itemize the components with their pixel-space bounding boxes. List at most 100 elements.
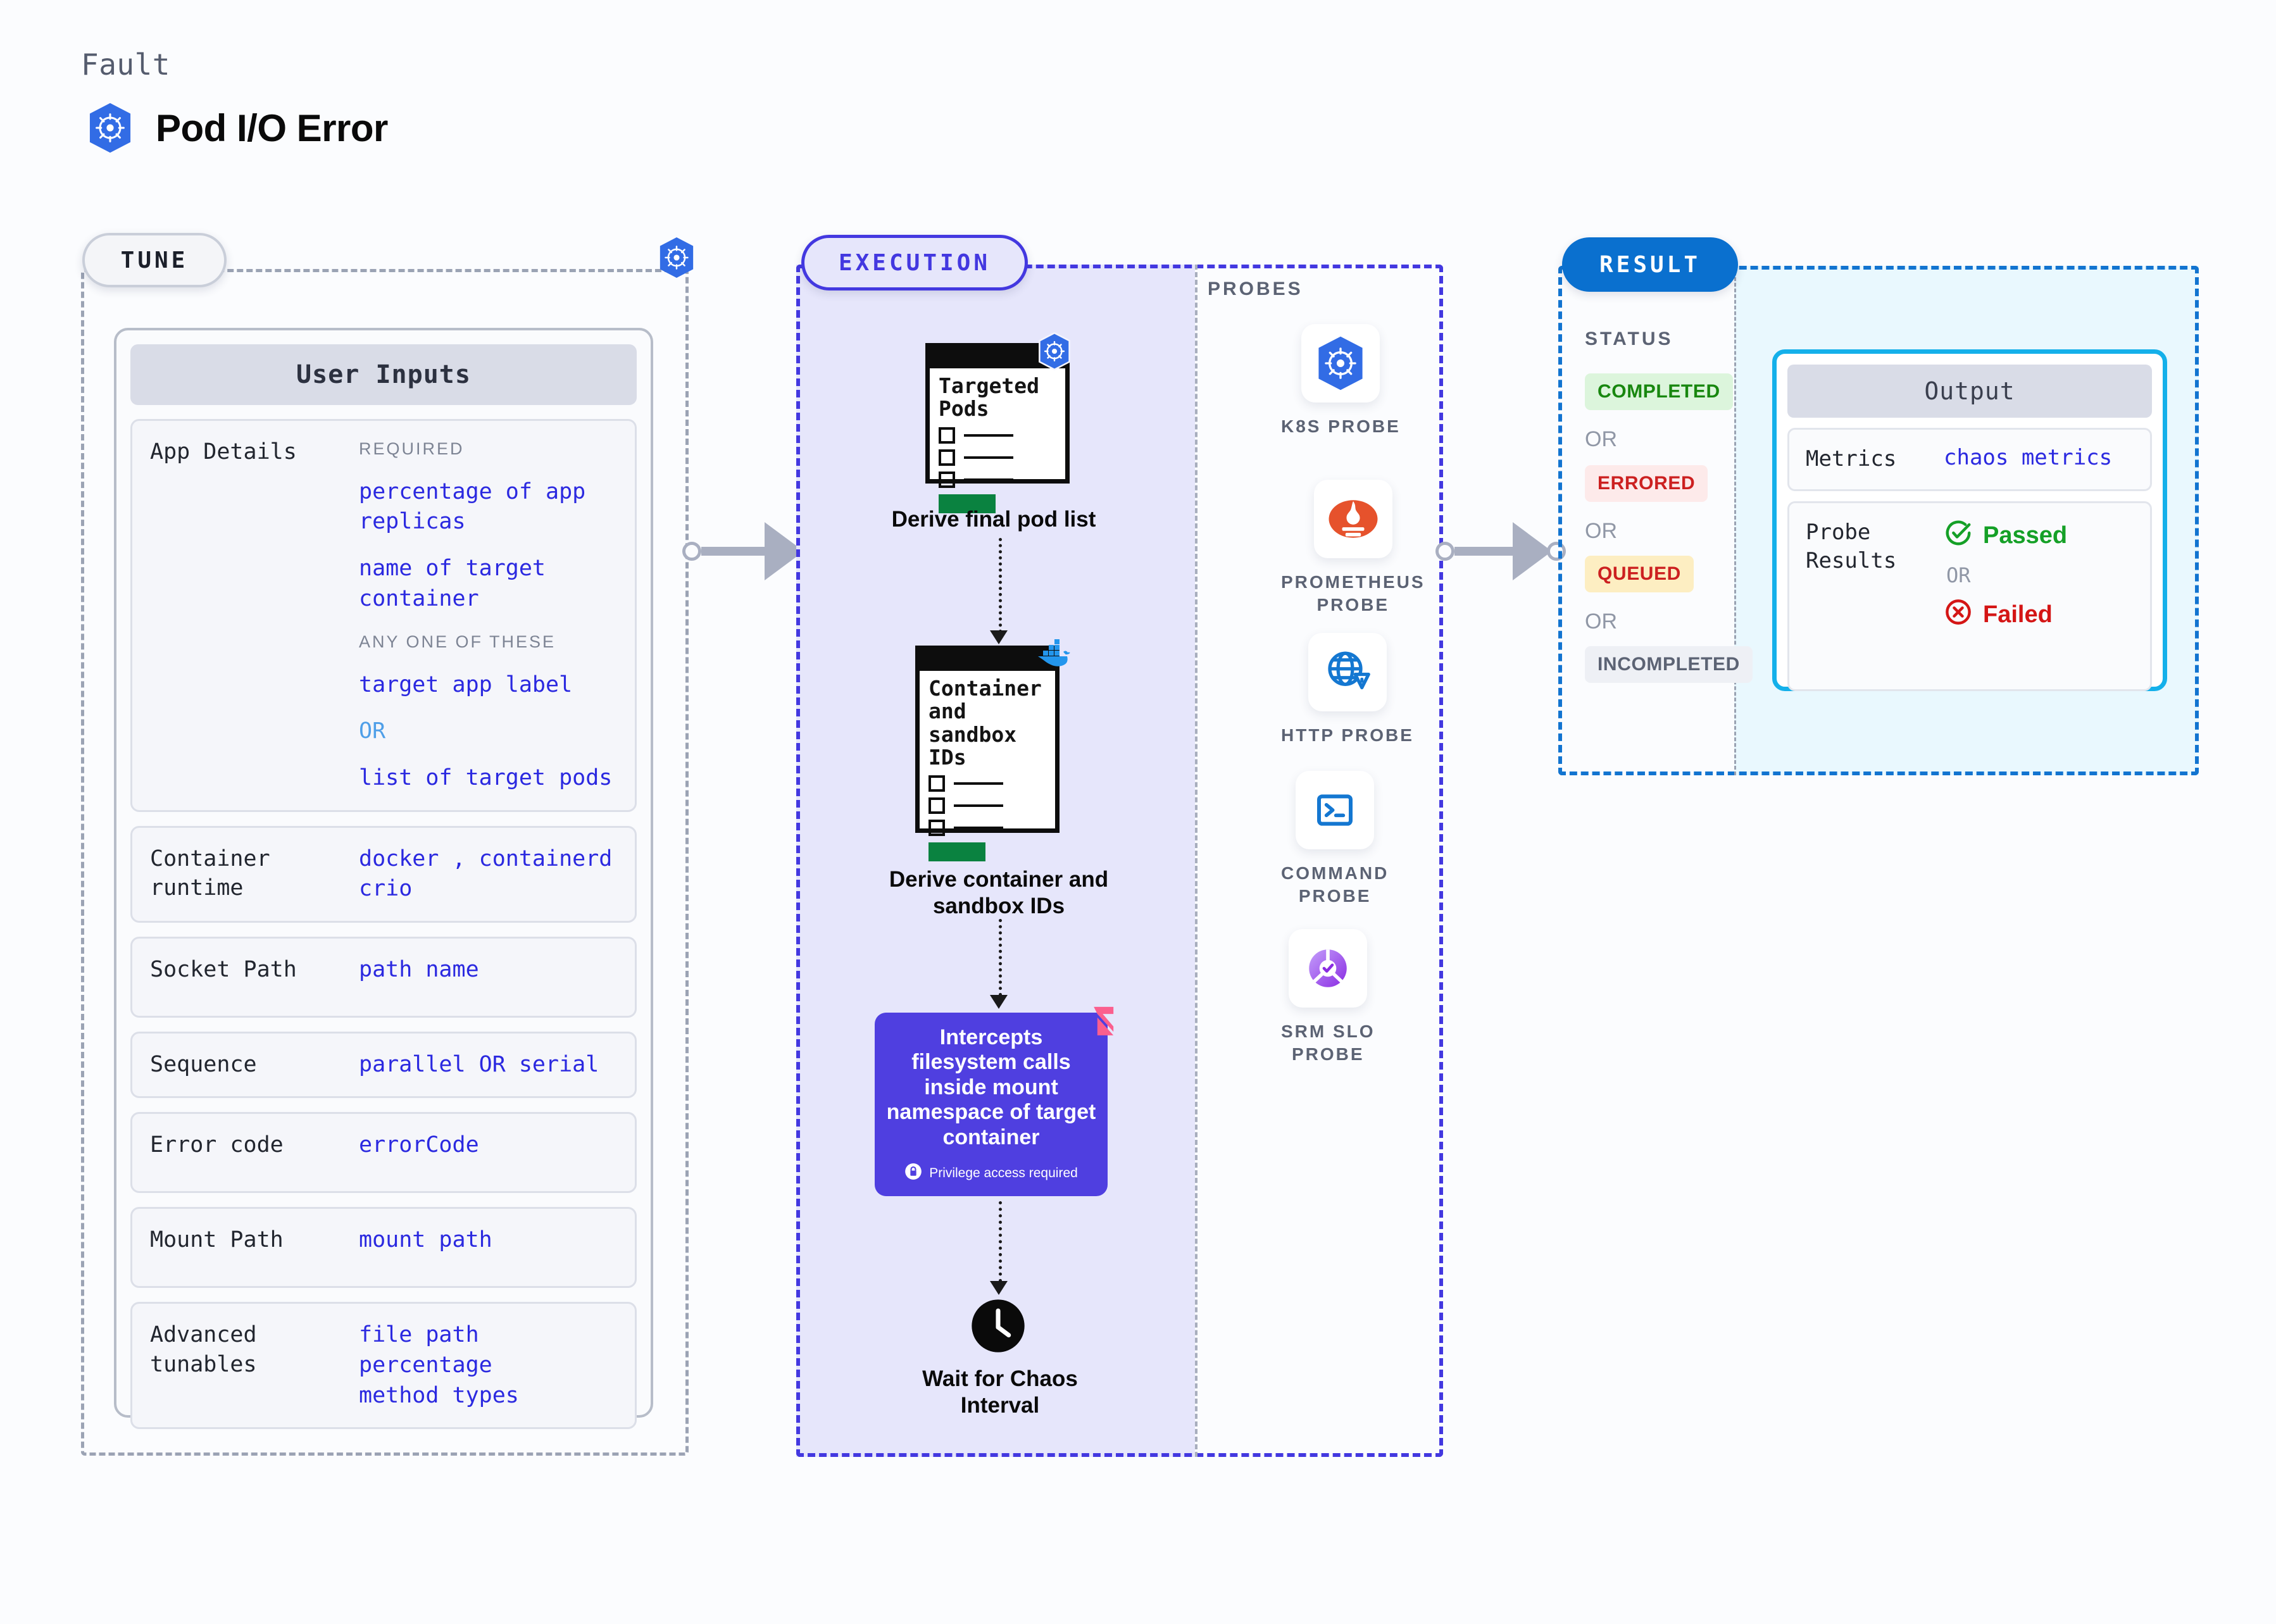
connector-line (701, 547, 765, 556)
srm-slo-icon (1289, 929, 1368, 1008)
input-value: list of target pods (359, 765, 613, 790)
output-row-metrics[interactable]: Metrics chaos metrics (1787, 428, 2152, 491)
input-row-error-code[interactable]: Error code errorCode (130, 1112, 637, 1194)
checkbox-icon (939, 471, 955, 488)
line-icon (964, 434, 1013, 437)
input-or: OR (359, 718, 386, 744)
input-caption-anyone: ANY ONE OF THESE (359, 632, 556, 652)
input-value: percentage of app replicas (359, 478, 586, 535)
execution-chip[interactable]: EXECUTION (801, 235, 1028, 290)
input-values: path name (359, 955, 617, 999)
input-label: Socket Path (150, 956, 297, 982)
flow-connector (999, 919, 1002, 996)
kubernetes-icon (1037, 332, 1072, 374)
note-checklist (920, 769, 1055, 837)
checkbox-icon (929, 775, 945, 792)
arrow-down-icon (990, 630, 1008, 644)
output-label: Metrics (1806, 446, 1897, 472)
probe-prometheus[interactable]: PROMETHEUS PROBE (1281, 480, 1425, 617)
status-or: OR (1585, 519, 1617, 543)
fault-kicker: Fault (81, 47, 170, 82)
probe-label: COMMAND PROBE (1281, 863, 1389, 906)
input-row-container-runtime[interactable]: Container runtime docker , containerd cr… (130, 825, 637, 923)
prometheus-icon (1313, 480, 1392, 558)
note-checklist (930, 421, 1065, 488)
status-or: OR (1585, 609, 1617, 634)
input-label: Advanced tunables (150, 1322, 257, 1377)
result-divider (1734, 266, 1736, 775)
fault-injection-card: Intercepts filesystem calls inside mount… (875, 1013, 1108, 1196)
probe-command[interactable]: COMMAND PROBE (1281, 771, 1389, 908)
probe-srm-slo[interactable]: SRM SLO PROBE (1281, 929, 1375, 1066)
privilege-note: Privilege access required (904, 1163, 1078, 1184)
input-values: errorCode (359, 1130, 617, 1175)
input-value: docker , containerd (359, 846, 613, 871)
input-values: REQUIRED percentage of app replicas name… (359, 437, 617, 794)
passed-label: Passed (1983, 522, 2068, 549)
input-values: docker , containerd crio (359, 844, 617, 904)
note-title: Targeted Pods (939, 373, 1039, 422)
input-label: App Details (150, 439, 297, 465)
connector-dot (682, 542, 701, 561)
input-value: method types (359, 1382, 519, 1408)
input-row-advanced-tunables[interactable]: Advanced tunables file path percentage m… (130, 1302, 637, 1430)
kubernetes-icon (1301, 324, 1380, 403)
status-badge-completed: COMPLETED (1585, 373, 1733, 410)
terminal-icon (1296, 771, 1375, 849)
line-icon (954, 827, 1003, 830)
status-badge-incompleted: INCOMPLETED (1585, 646, 1753, 683)
fault-injection-text: Intercepts filesystem calls inside mount… (886, 1025, 1096, 1149)
line-icon (954, 782, 1003, 785)
arrow-down-icon (990, 1281, 1008, 1295)
output-label: Probe Results (1806, 519, 1897, 574)
page-title: Pod I/O Error (86, 101, 388, 154)
line-icon (964, 456, 1013, 459)
user-inputs-card: User Inputs App Details REQUIRED percent… (114, 328, 653, 1430)
connector-arrowhead (1513, 522, 1552, 580)
tune-panel (81, 269, 689, 1456)
probe-label: SRM SLO PROBE (1281, 1021, 1375, 1065)
execution-probes-panel (796, 265, 1443, 1457)
probes-divider (1195, 265, 1197, 1457)
flow-connector (999, 538, 1002, 633)
input-row-sequence[interactable]: Sequence parallel OR serial (130, 1031, 637, 1099)
litmus-icon (1076, 1005, 1115, 1047)
tune-chip[interactable]: TUNE (82, 233, 227, 287)
input-row-app-details[interactable]: App Details REQUIRED percentage of app r… (130, 419, 637, 812)
checkbox-icon (939, 449, 955, 466)
checkbox-icon (929, 797, 945, 815)
progress-bar (929, 842, 985, 862)
input-label: Sequence (150, 1051, 257, 1077)
probe-result-or: OR (1946, 563, 1971, 587)
input-row-socket-path[interactable]: Socket Path path name (130, 936, 637, 1018)
input-value: crio (359, 876, 413, 902)
progress-bar (939, 494, 996, 513)
probe-label: HTTP PROBE (1281, 725, 1414, 745)
connector-probes-to-result (1435, 522, 1566, 580)
lock-icon (904, 1163, 922, 1184)
x-circle-icon (1944, 597, 1973, 632)
clock-icon (966, 1294, 1030, 1361)
result-panel (1558, 266, 2199, 775)
input-value: target app label (359, 671, 573, 697)
probe-k8s[interactable]: K8S PROBE (1281, 324, 1401, 438)
input-value: file path (359, 1322, 479, 1348)
container-sandbox-note: Container and sandbox IDs (915, 646, 1060, 862)
kubernetes-icon (657, 236, 696, 282)
input-row-mount-path[interactable]: Mount Path mount path (130, 1207, 637, 1289)
output-row-probe-results[interactable]: Probe Results Passed OR (1787, 501, 2152, 691)
input-label: Mount Path (150, 1227, 284, 1253)
connector-line (1454, 547, 1513, 556)
result-chip[interactable]: RESULT (1562, 237, 1738, 292)
kubernetes-icon (86, 101, 134, 154)
status-label: STATUS (1585, 328, 1673, 349)
connector-dot (1547, 542, 1566, 561)
wait-caption: Wait for Chaos Interval (922, 1366, 1078, 1418)
probe-http[interactable]: HTTP PROBE (1281, 633, 1414, 747)
input-values: file path percentage method types (359, 1320, 617, 1411)
checkbox-icon (929, 820, 945, 837)
line-icon (964, 478, 1013, 481)
checkbox-icon (939, 427, 955, 444)
probe-result-failed: Failed (1944, 597, 2134, 632)
status-or: OR (1585, 427, 1617, 451)
